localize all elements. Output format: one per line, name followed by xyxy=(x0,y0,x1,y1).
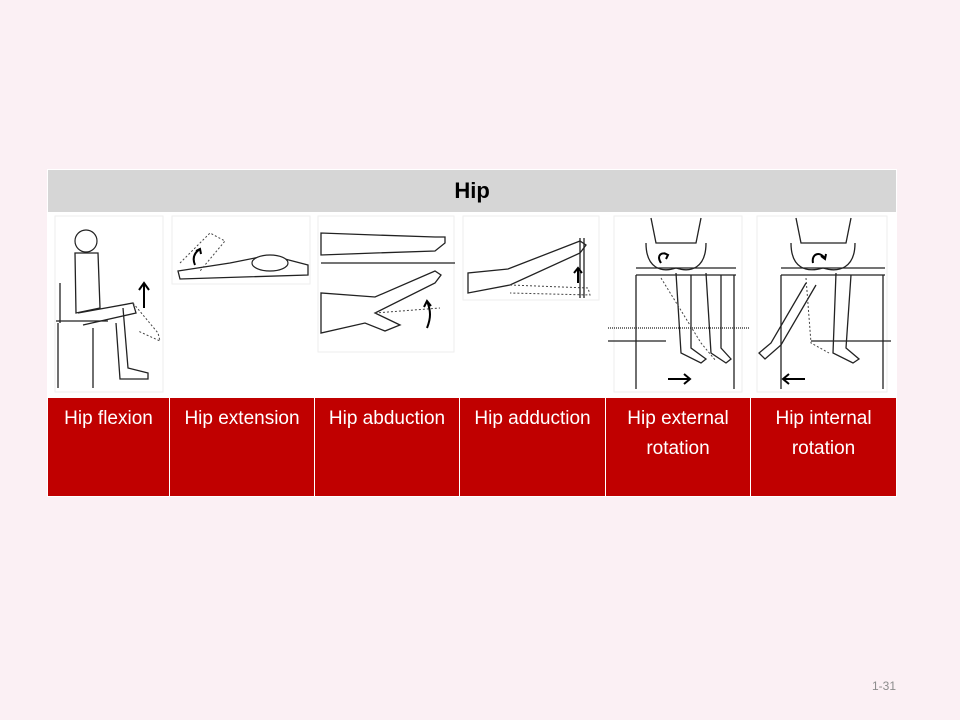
label-hip-internal-rotation: Hip internal rotation xyxy=(749,397,898,497)
side-lying-hip-adduction-figure xyxy=(462,215,600,301)
side-lying-hip-abduction-figure xyxy=(317,215,455,353)
illustration-row xyxy=(47,212,898,398)
seated-external-rotation-figure xyxy=(608,215,749,393)
prone-hip-extension-figure xyxy=(171,215,311,285)
label-hip-abduction: Hip abduction xyxy=(314,397,460,497)
illustration-cell-hip-flexion xyxy=(47,212,170,398)
illustration-cell-hip-extension xyxy=(169,212,315,398)
movement-label: Hip internal rotation xyxy=(775,408,872,459)
label-hip-external-rotation: Hip external rotation xyxy=(605,397,751,497)
illustration-cell-hip-external-rotation xyxy=(605,212,751,398)
movement-label: Hip adduction xyxy=(474,408,591,429)
header-row: Hip xyxy=(46,169,898,213)
movement-label: Hip abduction xyxy=(328,408,446,429)
label-row: Hip flexion Hip extension Hip abduction … xyxy=(47,397,898,497)
movement-label: Hip extension xyxy=(184,408,300,429)
table-header: Hip xyxy=(46,169,898,213)
label-hip-adduction: Hip adduction xyxy=(459,397,606,497)
illustration-cell-hip-internal-rotation xyxy=(749,212,898,398)
movement-label: Hip flexion xyxy=(64,408,153,429)
illustration-cell-hip-abduction xyxy=(314,212,460,398)
label-hip-extension: Hip extension xyxy=(169,397,315,497)
seated-internal-rotation-figure xyxy=(756,215,891,393)
page-number: 1-31 xyxy=(872,679,897,693)
seated-hip-flexion-figure xyxy=(54,215,164,393)
illustration-cell-hip-adduction xyxy=(459,212,606,398)
movement-label: Hip external rotation xyxy=(627,408,729,459)
label-hip-flexion: Hip flexion xyxy=(47,397,170,497)
hip-movements-table: Hip xyxy=(46,169,898,497)
